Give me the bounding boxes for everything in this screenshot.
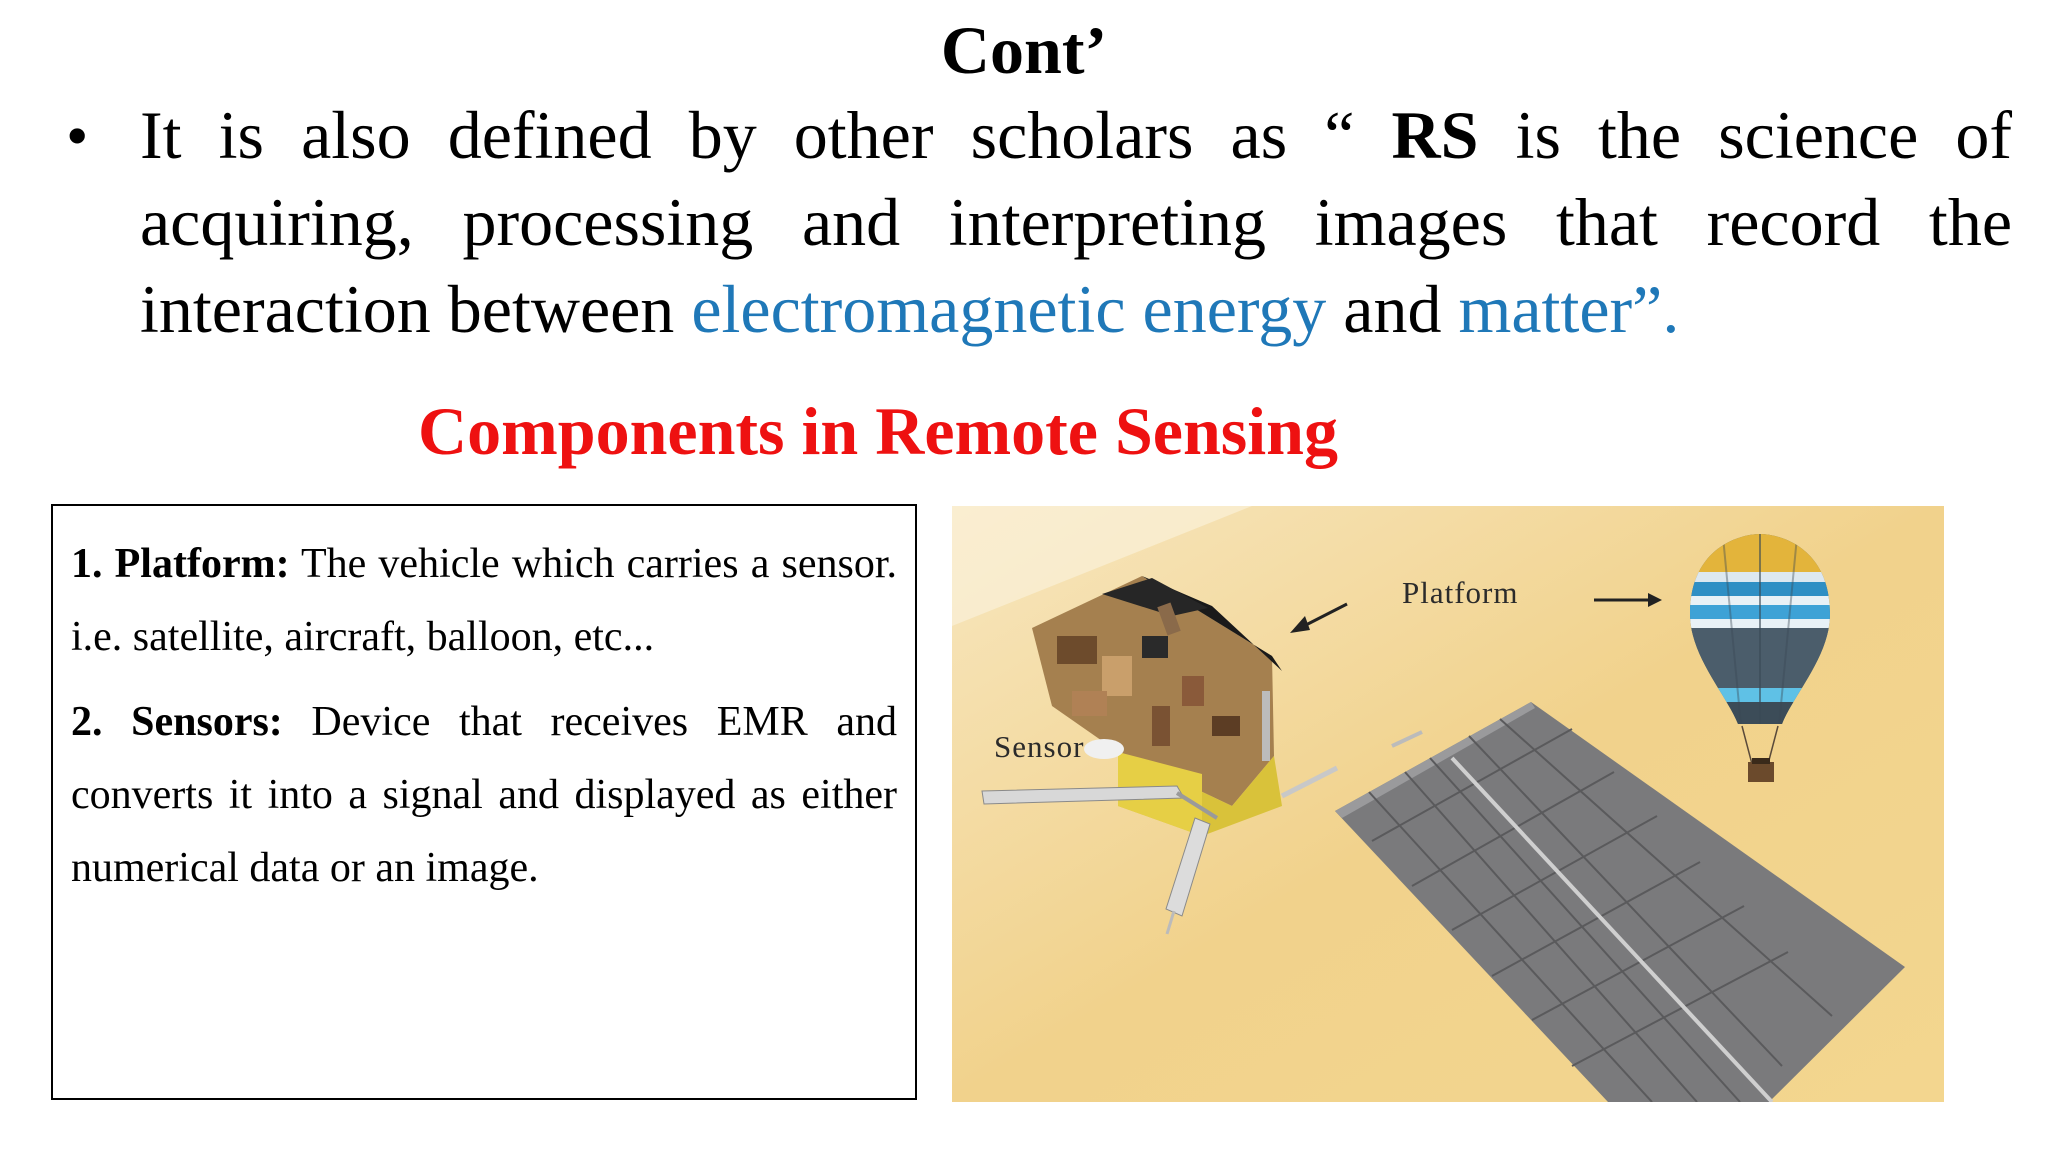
definition-part-2: is the science of acquiring, processing … xyxy=(140,97,2013,347)
slide-title: Cont’ xyxy=(940,12,1108,88)
arrow-to-balloon-icon xyxy=(1594,593,1662,607)
component-desc: The vehicle which carries a sensor. i.e.… xyxy=(71,541,897,660)
platform-label: Platform xyxy=(1402,575,1519,610)
definition-part-3: and xyxy=(1326,271,1459,347)
solar-panel-graphic xyxy=(1335,702,1905,1102)
highlight-emr: electromagnetic energy xyxy=(691,271,1327,347)
satellite-balloon-illustration: Platform Sensor xyxy=(952,506,1944,1102)
component-term: 2. Sensors: xyxy=(71,699,283,745)
bullet-dot-icon: • xyxy=(66,100,89,171)
sensor-label: Sensor xyxy=(994,729,1084,764)
component-platform: 1. Platform: The vehicle which carries a… xyxy=(71,528,897,674)
component-sensors: 2. Sensors: Device that receives EMR and… xyxy=(71,686,897,905)
satellite-body-graphic xyxy=(1032,576,1282,836)
section-heading: Components in Remote Sensing xyxy=(418,393,1338,469)
definition-part-1: It is also defined by other scholars as … xyxy=(140,97,1392,173)
arrow-to-satellite-icon xyxy=(1290,602,1348,633)
component-desc: Device that receives EMR and converts it… xyxy=(71,699,897,891)
components-textbox: 1. Platform: The vehicle which carries a… xyxy=(51,504,917,1100)
definition-abbrev: RS xyxy=(1391,97,1479,173)
definition-text: It is also defined by other scholars as … xyxy=(140,92,2012,353)
component-term: 1. Platform: xyxy=(71,541,290,587)
highlight-matter: matter”. xyxy=(1458,271,1680,347)
